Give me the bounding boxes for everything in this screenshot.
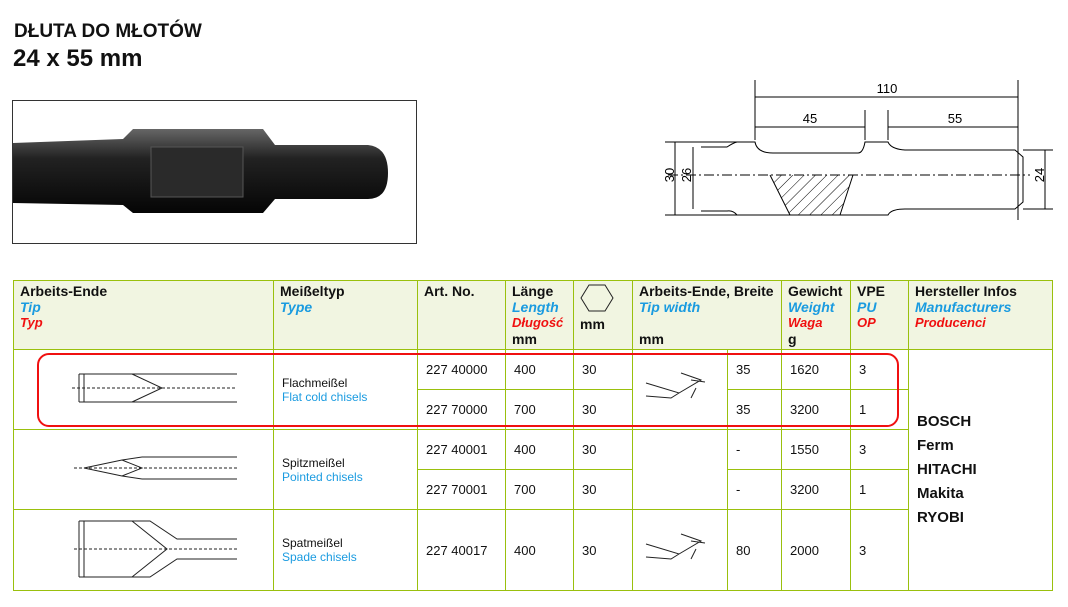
weight: 1620 [781,349,851,390]
manufacturers-list: BOSCH Ferm HITACHI Makita RYOBI [908,349,1053,591]
hexagon-icon [580,284,614,312]
header-width-en: Tip width [639,299,701,315]
header-tip-en: Tip [20,299,41,315]
tip-width-icon [632,509,728,591]
type-de: Spatmeißel [282,536,343,550]
art-no: 227 70001 [417,469,506,510]
pu: 1 [850,469,909,510]
dim-110: 110 [877,81,898,96]
art-no: 227 40000 [417,349,506,390]
art-no: 227 40001 [417,429,506,470]
header-mfr-pl: Producenci [915,315,986,330]
tip-width: 35 [727,389,782,430]
type-en: Pointed chisels [282,469,363,484]
header-hex-unit: mm [580,316,605,332]
pu: 3 [850,349,909,390]
tip-width: - [727,429,782,470]
manufacturer: Ferm [917,437,954,454]
header-mfr: Hersteller Infos [915,283,1017,299]
weight: 3200 [781,469,851,510]
tip-width: 35 [727,349,782,390]
dim-45: 45 [803,111,817,126]
hex: 30 [573,389,633,430]
header-width-unit: mm [639,331,664,347]
type-en: Spade chisels [282,550,357,564]
pu: 3 [850,509,909,591]
page-subtitle: 24 x 55 mm [13,45,143,72]
manufacturer: Makita [917,485,964,502]
header-length-unit: mm [512,331,537,347]
page-title: DŁUTA DO MŁOTÓW [14,21,202,42]
pu: 1 [850,389,909,430]
tip-width: - [727,469,782,510]
length: 400 [505,349,574,390]
table-row: 227 70001 700 30 - 3200 1 [14,469,1053,510]
hex: 30 [573,469,633,510]
art-no: 227 70000 [417,389,506,430]
tip-width-empty [632,429,728,510]
header-width: Arbeits-Ende, Breite [639,283,774,299]
technical-drawing: 110 45 55 30 26 24 [662,80,1053,220]
length: 700 [505,389,574,430]
dim-30: 30 [662,168,677,182]
flat-chisel-drawing [13,349,274,430]
header-tip-pl: Typ [20,315,43,330]
header-pu-pl: OP [857,315,876,330]
manufacturer: BOSCH [917,413,972,430]
spade-chisel-drawing [13,509,274,591]
art-no: 227 40017 [417,509,506,591]
manufacturer: HITACHI [917,461,977,478]
chisel-photo [12,100,417,244]
type-en: Flat cold chisels [282,389,368,404]
length: 700 [505,469,574,510]
weight: 1550 [781,429,851,470]
dim-55: 55 [948,111,962,126]
hex: 30 [573,509,633,591]
tip-width-icon [632,349,728,430]
tip-width: 80 [727,509,782,591]
pu: 3 [850,429,909,470]
header-length: Länge [512,283,554,299]
header-artno: Art. No. [424,283,475,299]
header-type-en: Type [280,299,313,315]
header-weight-pl: Waga [788,315,823,330]
dim-26: 26 [679,168,694,182]
header-weight-en: Weight [788,299,835,315]
header-pu: VPE [857,283,886,299]
type-de: Flachmeißel [282,375,348,390]
header-tip: Arbeits-Ende [20,283,108,299]
header-weight: Gewicht [788,283,843,299]
weight: 3200 [781,389,851,430]
hex: 30 [573,349,633,390]
header-length-en: Length [512,299,559,315]
weight: 2000 [781,509,851,591]
hex: 30 [573,429,633,470]
header-mfr-en: Manufacturers [915,299,1012,315]
header-pu-en: PU [857,299,877,315]
header-weight-unit: g [788,331,797,347]
manufacturer: RYOBI [917,509,964,526]
length: 400 [505,429,574,470]
length: 400 [505,509,574,591]
pointed-chisel-drawing [13,429,274,510]
dim-24: 24 [1032,168,1047,182]
header-length-pl: Długość [512,315,564,330]
header-type: Meißeltyp [280,283,345,299]
type-de: Spitzmeißel [282,455,345,470]
